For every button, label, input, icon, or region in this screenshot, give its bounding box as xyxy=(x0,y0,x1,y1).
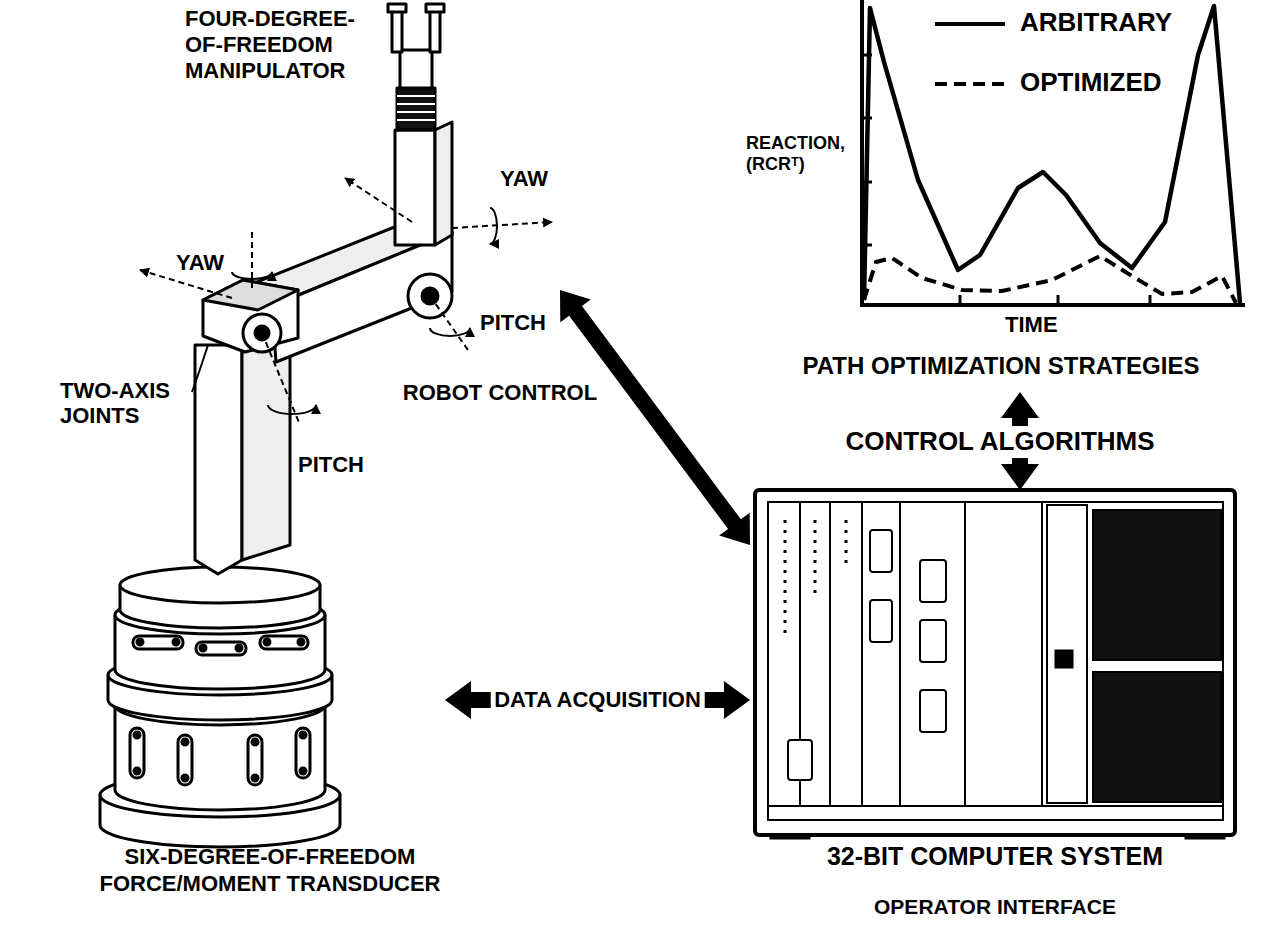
legend-text: ARBITRARY xyxy=(1020,7,1172,37)
component-region: PATH OPTIMIZATION STRATEGIES xyxy=(740,0,1262,392)
part-label: TIME xyxy=(1005,312,1105,337)
part-label: TWO-AXIS JOINTS xyxy=(60,378,192,429)
component-caption: 32-BIT COMPUTER SYSTEM xyxy=(750,842,1240,871)
caption-holder: OPERATOR INTERFACE xyxy=(750,894,1240,919)
computer-rack xyxy=(755,490,1235,839)
arrow-label-holder: DATA ACQUISITION xyxy=(490,686,705,713)
caption-holder: 32-BIT COMPUTER SYSTEM xyxy=(750,842,1240,871)
component-region: SIX-DEGREE-OF-FREEDOM FORCE/MOMENT TRANS… xyxy=(95,560,445,935)
arrow-label-holder: CONTROL ALGORITHMS xyxy=(841,426,1158,458)
caption-holder: FOUR-DEGREE-OF-FREEDOM MANIPULATOR xyxy=(185,6,385,84)
caption-holder: SIX-DEGREE-OF-FREEDOM FORCE/MOMENT TRANS… xyxy=(95,843,445,897)
legend-entry: ARBITRARY xyxy=(1020,8,1172,38)
component-caption: FOUR-DEGREE-OF-FREEDOM MANIPULATOR xyxy=(185,6,385,84)
component-caption: SIX-DEGREE-OF-FREEDOM FORCE/MOMENT TRANS… xyxy=(95,843,445,897)
legend-text: OPTIMIZED xyxy=(1020,67,1162,97)
reaction-chart xyxy=(862,0,1245,305)
label-holder: YAW xyxy=(500,166,590,191)
component-caption: PATH OPTIMIZATION STRATEGIES xyxy=(740,352,1262,380)
arrow-label: ROBOT CONTROL xyxy=(399,379,601,406)
component-region: FOUR-DEGREE-OF-FREEDOM MANIPULATOR xyxy=(175,0,560,560)
part-label: REACTION, (RCRᵀ) xyxy=(746,133,860,174)
robot-arm xyxy=(195,4,452,574)
force-transducer xyxy=(100,567,340,847)
arrow-label: CONTROL ALGORITHMS xyxy=(841,426,1158,458)
part-label: YAW xyxy=(176,250,246,275)
component-region: 32-BIT COMPUTER SYSTEM OPERATOR INTERFACE xyxy=(750,490,1240,935)
label-holder: PITCH xyxy=(298,452,388,477)
label-holder: YAW xyxy=(176,250,246,275)
block-arrow xyxy=(445,681,750,719)
block-arrow xyxy=(560,290,750,545)
part-label: PITCH xyxy=(298,452,388,477)
part-label: PITCH xyxy=(480,310,570,335)
arrow-label-holder: ROBOT CONTROL xyxy=(399,379,601,406)
component-caption: OPERATOR INTERFACE xyxy=(750,894,1240,919)
part-label: YAW xyxy=(500,166,590,191)
label-holder: PITCH xyxy=(480,310,570,335)
caption-holder: PATH OPTIMIZATION STRATEGIES xyxy=(740,352,1262,380)
legend-entry: OPTIMIZED xyxy=(1020,68,1162,98)
arrow-label: DATA ACQUISITION xyxy=(490,686,705,713)
label-holder: TWO-AXIS JOINTS xyxy=(60,378,192,429)
label-holder: TIME xyxy=(1005,312,1105,337)
label-holder: REACTION, (RCRᵀ) xyxy=(746,133,860,174)
